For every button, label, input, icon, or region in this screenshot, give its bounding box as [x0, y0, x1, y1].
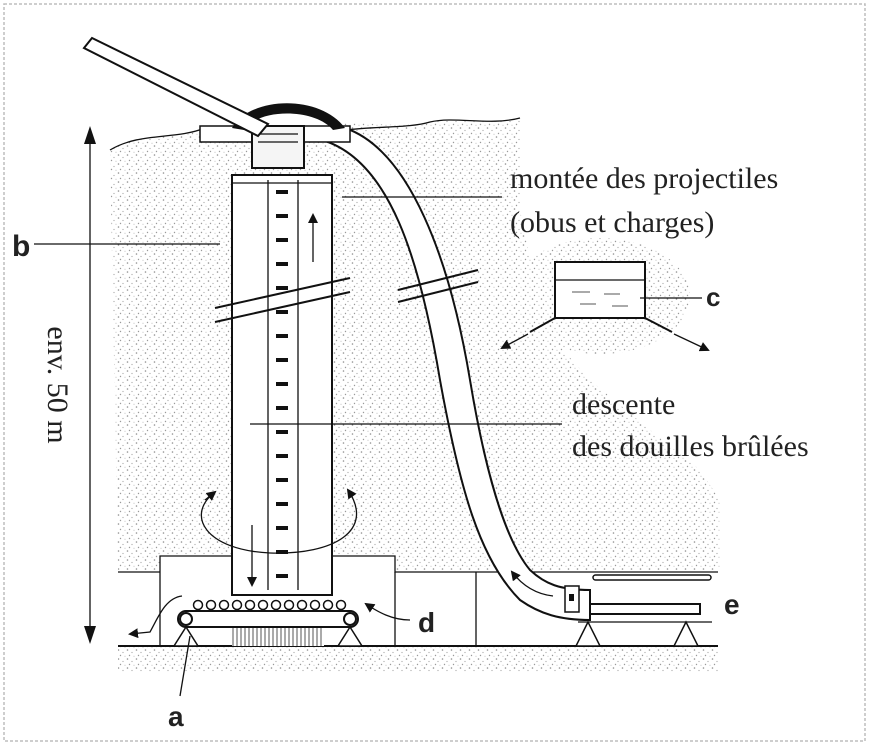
height-arrow-bottom	[84, 626, 96, 644]
conveyor-pulley-left	[179, 612, 193, 626]
label-b: b	[12, 230, 30, 263]
turret-dome	[232, 103, 345, 130]
wagon-leg-left	[574, 620, 602, 647]
ascent-label-line1: montée des projectiles	[510, 162, 778, 195]
label-e: e	[724, 589, 740, 620]
wagon-leg-right	[672, 620, 700, 647]
reservoir-flow-right	[673, 333, 710, 352]
height-arrow-top	[84, 126, 96, 144]
chute-gate-latch	[569, 594, 574, 601]
shaft-break-a	[214, 277, 351, 309]
terrain-surface	[109, 117, 521, 151]
ground-strip	[118, 646, 718, 672]
elevator-buckets	[276, 190, 288, 578]
conveyor-pulley-right	[343, 612, 357, 626]
reservoir-pipe-right	[644, 317, 673, 333]
roller-row	[192, 599, 347, 611]
conveyor-belt	[177, 610, 359, 628]
leader-d	[364, 602, 411, 621]
ascent-label-line2: (obus et charges)	[510, 206, 714, 239]
reservoir-flow-left	[500, 333, 529, 349]
label-a: a	[168, 701, 184, 732]
chute-break-a	[397, 269, 479, 291]
conveyor-leg-right	[336, 625, 364, 647]
base-grate	[232, 628, 324, 646]
reservoir-pipe-left	[529, 317, 556, 333]
leader-a	[179, 635, 191, 697]
reservoir-tank	[554, 261, 646, 319]
rotation-arrow-left-head	[204, 490, 217, 501]
descent-label-line2: des douilles brûlées	[572, 430, 809, 463]
label-c: c	[706, 282, 720, 312]
chute-flow-arrow	[510, 570, 554, 597]
descent-label-line1: descente	[572, 388, 675, 421]
conveyor-exit-arrow	[128, 595, 183, 639]
height-label: env. 50 m	[41, 326, 74, 443]
shaft-break-b	[214, 291, 351, 323]
conveyor-leg-left	[172, 625, 200, 647]
figure-frame	[3, 3, 866, 742]
chute-break-b	[397, 281, 479, 303]
rotation-arrow	[200, 488, 358, 554]
wagon-platform	[589, 603, 701, 615]
reservoir-water	[572, 291, 628, 307]
label-d: d	[418, 607, 435, 638]
gun-barrel	[82, 36, 270, 138]
wagon-bar	[592, 574, 712, 581]
